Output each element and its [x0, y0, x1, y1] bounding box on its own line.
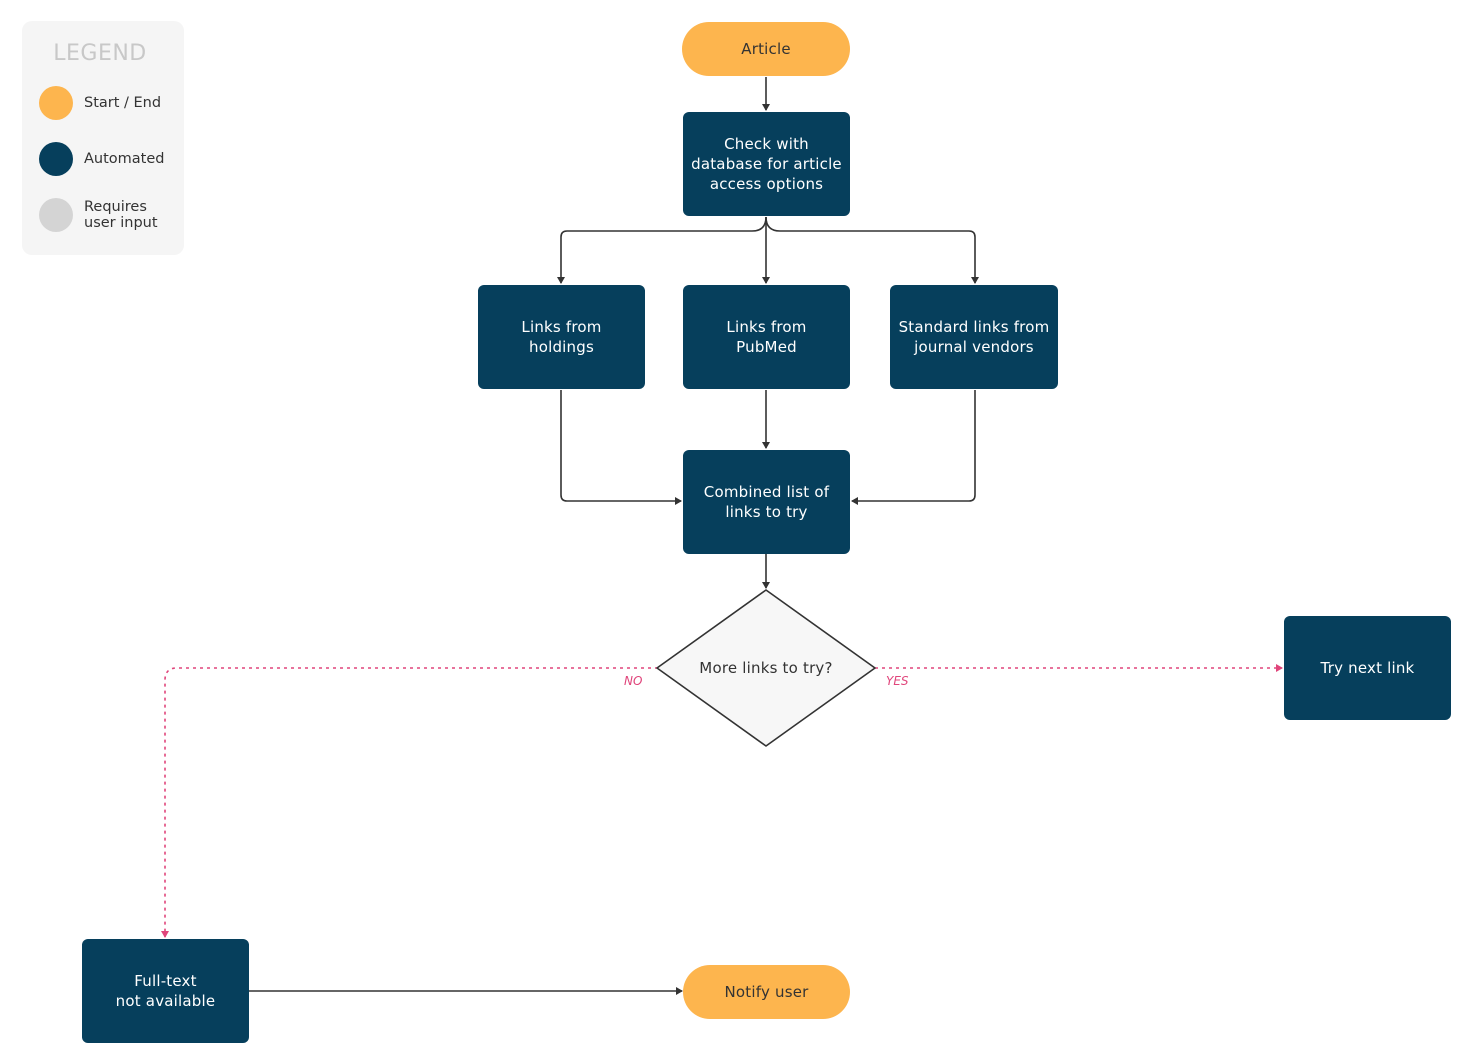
- legend-user-input-label: Requires user input: [84, 199, 158, 231]
- legend-automated-label: Automated: [84, 151, 165, 167]
- legend-title: LEGEND: [53, 41, 147, 66]
- edge-label-yes: YES: [886, 674, 909, 688]
- legend-automated-swatch: [39, 142, 73, 176]
- node-links-holdings: Links from holdings: [478, 285, 645, 389]
- edge-label-no: NO: [624, 674, 643, 688]
- edge-check-to-vendors: [765, 216, 979, 284]
- node-check-database: Check with database for article access o…: [683, 112, 850, 216]
- node-fulltext-not-available: Full-text not available: [82, 939, 249, 1043]
- node-decision-label: More links to try?: [699, 659, 833, 677]
- node-article: Article: [682, 22, 850, 76]
- legend-start-end-label: Start / End: [84, 95, 162, 111]
- edge-decision-no: [161, 667, 658, 938]
- node-try-next-link: Try next link: [1284, 616, 1451, 720]
- legend-user-input-swatch: [39, 198, 73, 232]
- legend-start-end-swatch: [39, 86, 73, 120]
- edge-holdings-to-combined: [560, 390, 682, 505]
- legend-panel: LEGEND Start / End Automated Requires us…: [22, 21, 184, 255]
- edge-vendors-to-combined: [851, 390, 976, 505]
- node-links-vendors: Standard links from journal vendors: [890, 285, 1058, 389]
- legend-item-automated: Automated: [39, 142, 165, 176]
- decision-diamond: [656, 589, 876, 747]
- node-combined-list: Combined list of links to try: [683, 450, 850, 554]
- legend-item-start-end: Start / End: [39, 86, 161, 120]
- legend-item-user-input: Requires user input: [39, 198, 158, 232]
- node-notify-user: Notify user: [683, 965, 850, 1019]
- node-links-pubmed: Links from PubMed: [683, 285, 850, 389]
- edge-check-to-holdings: [557, 216, 767, 284]
